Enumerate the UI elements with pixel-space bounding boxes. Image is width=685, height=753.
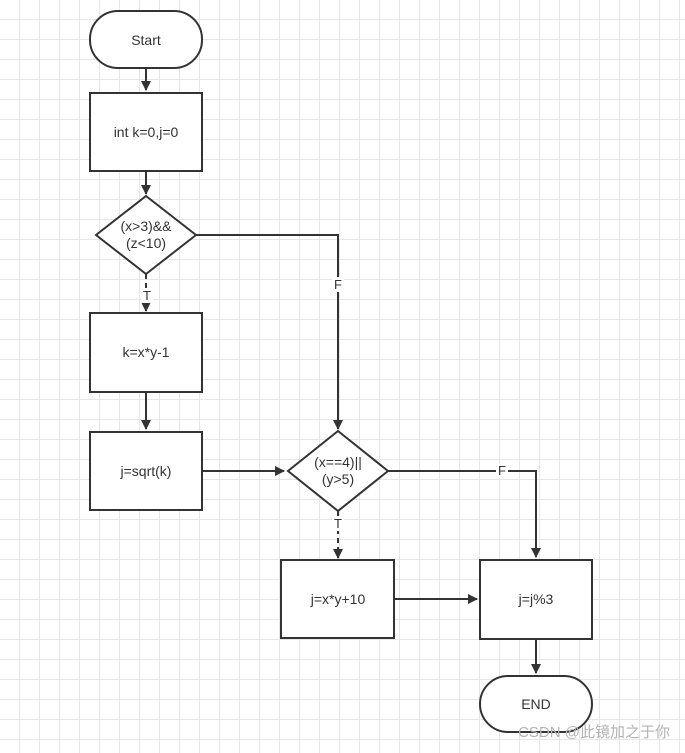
cond1-label-line2: (z<10) (126, 235, 166, 251)
end-terminal (479, 675, 593, 733)
edge-cond1-cond2 (196, 234, 343, 430)
cond2-label-line2: (y>5) (322, 471, 354, 487)
end-label: END (521, 696, 551, 712)
calc-j3-process (479, 559, 593, 640)
calc-j1-label: j=sqrt(k) (120, 463, 172, 479)
cond1-label-line1: (x>3)&& (121, 218, 173, 234)
init-process (89, 92, 203, 172)
edge-cond2-calc-j3 (388, 470, 541, 558)
start-label: Start (131, 32, 161, 48)
init-label: int k=0,j=0 (114, 124, 179, 140)
calc-j1-process (89, 431, 203, 511)
start-terminal (89, 10, 203, 69)
calc-j2-process (280, 559, 395, 639)
edge-label-cond1-false: F (334, 277, 342, 292)
cond1-decision (94, 194, 198, 276)
edge-label-cond2-false: F (498, 463, 506, 478)
edge-label-cond2-true: T (334, 516, 342, 531)
watermark-text: CSDN @此镜加之于你 (518, 723, 670, 741)
cond2-decision (286, 429, 390, 513)
edge-label-cond1-true: T (143, 288, 151, 303)
calc-j3-label: j=j%3 (518, 591, 554, 607)
calc-j2-label: j=x*y+10 (310, 591, 366, 607)
cond2-label-line1: (x==4)|| (314, 454, 362, 470)
calc-k-process (89, 312, 203, 393)
calc-k-label: k=x*y-1 (122, 344, 169, 360)
